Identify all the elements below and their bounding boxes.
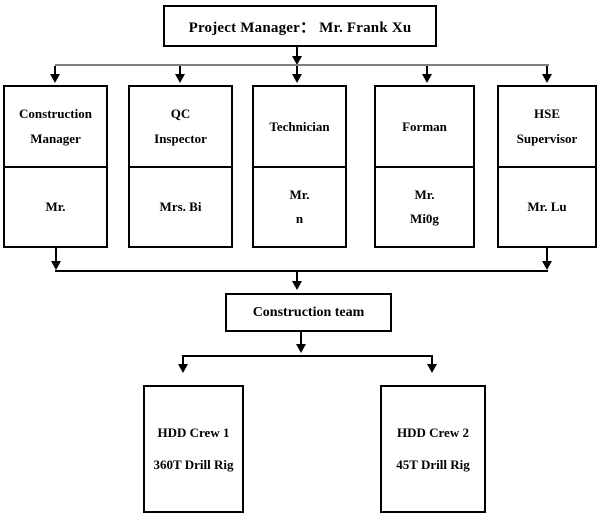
technician-name: Mr. n bbox=[254, 168, 345, 246]
name-line: Mr. bbox=[45, 199, 66, 214]
connector-merge-horizontal-line bbox=[55, 270, 548, 272]
crew2-name: HDD Crew 2 bbox=[397, 425, 469, 440]
title-line: QC bbox=[170, 106, 191, 121]
name-line: Mr. bbox=[414, 187, 435, 202]
title-line: Manager bbox=[30, 131, 81, 146]
name-line: Mi0g bbox=[410, 211, 439, 226]
connector-drop-line-5 bbox=[546, 66, 548, 74]
construction-manager-name: Mr. bbox=[5, 168, 106, 246]
qc-inspector-box: QC Inspector Mrs. Bi bbox=[128, 85, 233, 248]
connector-drop-line-2 bbox=[179, 66, 181, 74]
name-line: Mr. bbox=[289, 187, 310, 202]
project-manager-label: Project Manager： Mr. Frank Xu bbox=[188, 19, 412, 36]
project-manager-box: Project Manager： Mr. Frank Xu bbox=[163, 5, 437, 47]
title-line: Supervisor bbox=[516, 131, 578, 146]
technician-title: Technician bbox=[254, 87, 345, 168]
forman-box: Forman Mr. Mi0g bbox=[374, 85, 475, 248]
connector-crew1-drop-line bbox=[182, 356, 184, 364]
title-line: HSE bbox=[533, 106, 560, 121]
arrowhead-box2-icon bbox=[175, 74, 185, 83]
connector-drop-line-4 bbox=[426, 66, 428, 74]
arrowhead-left-merge-icon bbox=[51, 261, 61, 270]
arrowhead-split-icon bbox=[296, 344, 306, 353]
arrowhead-box5-icon bbox=[542, 74, 552, 83]
hse-supervisor-box: HSE Supervisor Mr. Lu bbox=[497, 85, 597, 248]
title-line: Construction bbox=[19, 106, 92, 121]
technician-box: Technician Mr. n bbox=[252, 85, 347, 248]
qc-inspector-name: Mrs. Bi bbox=[130, 168, 231, 246]
connector-crews-horizontal-line bbox=[182, 355, 433, 357]
arrowhead-box1-icon bbox=[50, 74, 60, 83]
hdd-crew1-box: HDD Crew 1 360T Drill Rig bbox=[143, 385, 244, 513]
hdd-crew2-box: HDD Crew 2 45T Drill Rig bbox=[380, 385, 486, 513]
arrowhead-crew1-icon bbox=[178, 364, 188, 373]
crew2-rig: 45T Drill Rig bbox=[396, 457, 470, 472]
connector-left-down-line bbox=[55, 248, 57, 261]
forman-name: Mr. Mi0g bbox=[376, 168, 473, 246]
construction-team-label: Construction team bbox=[252, 304, 365, 320]
name-line: Mr. Lu bbox=[527, 199, 567, 214]
title-line: Inspector bbox=[154, 131, 207, 146]
title-line: Forman bbox=[402, 118, 447, 134]
arrowhead-right-merge-icon bbox=[542, 261, 552, 270]
connector-drop-line-1 bbox=[54, 66, 56, 74]
qc-inspector-title: QC Inspector bbox=[130, 87, 231, 168]
connector-team-stem-line bbox=[296, 272, 298, 281]
title-line: Technician bbox=[269, 118, 330, 134]
hse-supervisor-title: HSE Supervisor bbox=[499, 87, 595, 168]
construction-manager-title: Construction Manager bbox=[5, 87, 106, 168]
arrowhead-box3-icon bbox=[292, 74, 302, 83]
name-line: n bbox=[295, 211, 304, 226]
construction-team-box: Construction team bbox=[225, 293, 392, 332]
connector-drop-line-3 bbox=[296, 66, 298, 74]
connector-crew2-drop-line bbox=[431, 356, 433, 364]
arrowhead-team-icon bbox=[292, 281, 302, 290]
connector-right-down-line bbox=[546, 248, 548, 261]
arrowhead-box4-icon bbox=[422, 74, 432, 83]
name-line: Mrs. Bi bbox=[159, 199, 202, 214]
connector-pm-stem-line bbox=[296, 47, 298, 58]
crew1-name: HDD Crew 1 bbox=[157, 425, 230, 440]
arrowhead-pm-down-icon bbox=[292, 56, 302, 65]
forman-title: Forman bbox=[376, 87, 473, 168]
construction-manager-box: Construction Manager Mr. bbox=[3, 85, 108, 248]
connector-row2-horizontal-line bbox=[55, 64, 549, 66]
arrowhead-crew2-icon bbox=[427, 364, 437, 373]
connector-team-bottom-line bbox=[300, 332, 302, 344]
crew1-rig: 360T Drill Rig bbox=[153, 457, 234, 472]
hse-supervisor-name: Mr. Lu bbox=[499, 168, 595, 246]
